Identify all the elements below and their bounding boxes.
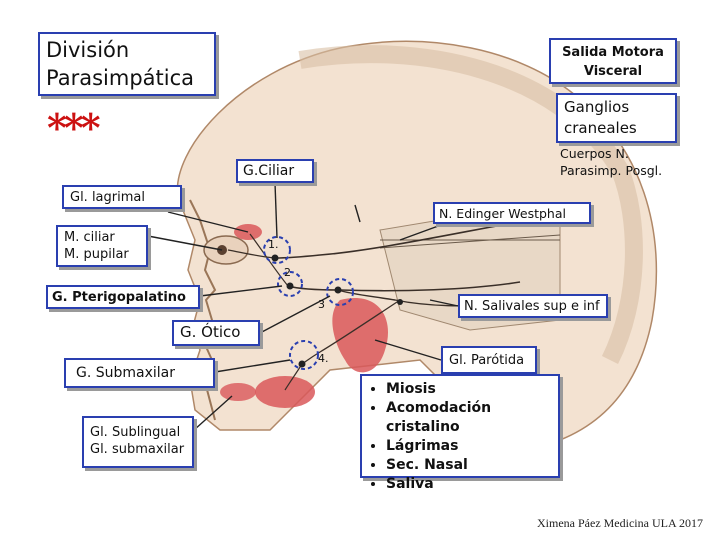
sublingual-text: Gl. Sublingual (90, 425, 181, 440)
oculomotor-nerve (274, 219, 531, 259)
number-2-label: 2 (284, 266, 291, 279)
pterygopalatine-ganglion (277, 271, 303, 297)
salida-line-1: Salida Motora (562, 45, 664, 60)
lacrimal-gland-label: Gl. lagrimal (62, 185, 182, 209)
effect-item: Lágrimas (386, 437, 552, 456)
submaxilar-gl-text: Gl. submaxilar (90, 442, 185, 457)
number-3-label: 3 (318, 298, 325, 311)
facial-nerve-upper (287, 281, 521, 292)
salida-line-2: Visceral (583, 64, 643, 79)
asterisks: *** (47, 105, 101, 150)
otic-ganglion-label: G. Ótico (172, 320, 260, 346)
otic-ganglion (326, 278, 354, 306)
submandibular-ganglion-label: G. Submaxilar (64, 358, 215, 388)
sublingual-gland-label: Gl. Sublingual Gl. submaxilar (82, 416, 194, 468)
ciliary-ganglion-label: G.Ciliar (236, 159, 314, 183)
effects-list: Miosis Acomodación cristalino Lágrimas S… (368, 380, 552, 494)
submandibular-gland (255, 376, 315, 408)
m-ciliar-text: M. ciliar (64, 230, 115, 245)
effects-list-box: Miosis Acomodación cristalino Lágrimas S… (360, 374, 560, 492)
submandibular-ganglion (289, 340, 319, 370)
edinger-westphal-label: N. Edinger Westphal (433, 202, 591, 224)
effect-item: Acomodación cristalino (386, 399, 552, 437)
effect-item: Miosis (386, 380, 552, 399)
parotid-gland-label: Gl. Parótida (441, 346, 537, 374)
title-line-2: Parasimpática (46, 66, 195, 90)
effect-item: Saliva (386, 475, 552, 494)
m-pupilar-text: M. pupilar (64, 247, 129, 262)
number-1-label: 1. (268, 238, 279, 251)
cuerpos-line-2: Parasimp. Posgl. (560, 163, 663, 178)
number-4-label: 4. (318, 352, 329, 365)
ciliary-ganglion-dot (271, 254, 279, 262)
salivary-nuclei-label: N. Salivales sup e inf (458, 294, 608, 318)
ciliary-nerve (227, 249, 276, 259)
sublingual-gland (220, 383, 256, 401)
ganglios-line-1: Ganglios (564, 98, 630, 116)
ciliary-ganglion (263, 236, 291, 264)
pterygopalatine-label: G. Pterigopalatino (46, 285, 200, 309)
cuerpos-label: Cuerpos N. Parasimp. Posgl. (560, 145, 678, 179)
ciliary-muscle-label: M. ciliar M. pupilar (56, 225, 148, 267)
effect-item: Sec. Nasal (386, 456, 552, 475)
chorda-tympani (301, 299, 401, 365)
head-shading (298, 45, 643, 365)
credit-text: Ximena Páez Medicina ULA 2017 (537, 516, 703, 530)
title-box: División Parasimpática (38, 32, 216, 96)
cuerpos-line-1: Cuerpos N. (560, 146, 629, 161)
ganglios-line-2: craneales (564, 119, 637, 137)
ganglios-craneales-box: Ganglios craneales (556, 93, 677, 143)
brainstem-nucleus-dot (397, 299, 403, 305)
title-line-1: División (46, 38, 130, 62)
salida-motora-box: Salida Motora Visceral (549, 38, 677, 84)
